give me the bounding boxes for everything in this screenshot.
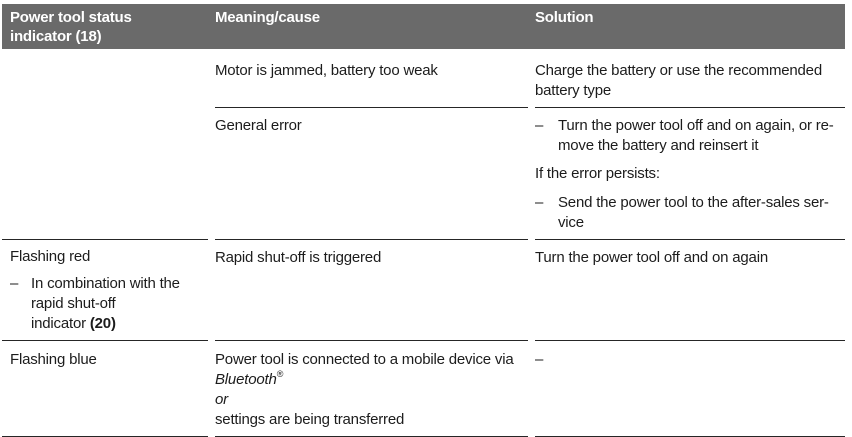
solution-text: Turn the power tool off and on again xyxy=(535,249,768,266)
registered-trademark-symbol: ® xyxy=(276,369,284,379)
indicator-cell-empty xyxy=(2,49,208,108)
dash-bullet: – xyxy=(10,275,19,292)
solution-step-text: Send the power tool to the after-sales s… xyxy=(558,194,829,231)
meaning-text: General error xyxy=(215,117,302,134)
table-header-row: Power tool status indicator (18) Meaning… xyxy=(2,4,845,49)
meaning-text: Rapid shut-off is triggered xyxy=(215,249,382,266)
solution-cell: – Turn the power tool off and on again, … xyxy=(535,108,845,240)
indicator-cell: Flashing blue xyxy=(2,341,208,437)
header-solution-column: Solution xyxy=(535,9,594,26)
meaning-text: settings are being transferred xyxy=(215,411,405,428)
indicator-title: Flashing red xyxy=(10,248,91,265)
indicator-cell: Flashing red – In combination with the r… xyxy=(2,240,208,341)
solution-note: If the error persists: xyxy=(535,165,660,182)
table-row: Flashing blue Power tool is connected to… xyxy=(2,341,845,437)
troubleshooting-table: Power tool status indicator (18) Meaning… xyxy=(2,4,845,437)
solution-cell: Charge the battery or use the recommende… xyxy=(535,49,845,108)
indicator-list-item: – In combination with the rapid shut-off… xyxy=(10,274,202,334)
dash-bullet: – xyxy=(535,117,544,134)
table-row: Motor is jammed, battery too weak Charge… xyxy=(2,49,845,108)
header-meaning-column: Meaning/cause xyxy=(215,9,320,26)
dash-bullet: – xyxy=(535,194,544,211)
meaning-text: Power tool is connected to a mobile devi… xyxy=(215,351,514,368)
or-text: or xyxy=(215,391,228,408)
indicator-number: (20) xyxy=(89,315,116,332)
solution-cell: Turn the power tool off and on again xyxy=(535,240,845,341)
meaning-text: Motor is jammed, battery too weak xyxy=(215,62,438,79)
solution-cell: – xyxy=(535,341,845,437)
solution-list-item: – Turn the power tool off and on again, … xyxy=(535,116,845,156)
solution-text: Charge the battery or use the recommende… xyxy=(535,62,822,99)
indicator-detail-text: In combination with the rapid shut-off i… xyxy=(31,275,180,332)
meaning-cell: Power tool is connected to a mobile devi… xyxy=(215,341,528,437)
solution-dash: – xyxy=(535,351,544,368)
table-row: Flashing red – In combination with the r… xyxy=(2,240,845,341)
meaning-cell: Motor is jammed, battery too weak xyxy=(215,49,528,108)
indicator-title: Flashing blue xyxy=(10,351,97,368)
bluetooth-text: Bluetooth® xyxy=(215,369,284,389)
solution-step-text: Turn the power tool off and on again, or… xyxy=(558,117,834,154)
header-indicator-column: Power tool status indicator (18) xyxy=(10,9,132,45)
indicator-cell-empty xyxy=(2,108,208,240)
table-row: General error – Turn the power tool off … xyxy=(2,108,845,240)
meaning-cell: General error xyxy=(215,108,528,240)
solution-list-item: – Send the power tool to the after-sales… xyxy=(535,193,845,233)
meaning-cell: Rapid shut-off is triggered xyxy=(215,240,528,341)
